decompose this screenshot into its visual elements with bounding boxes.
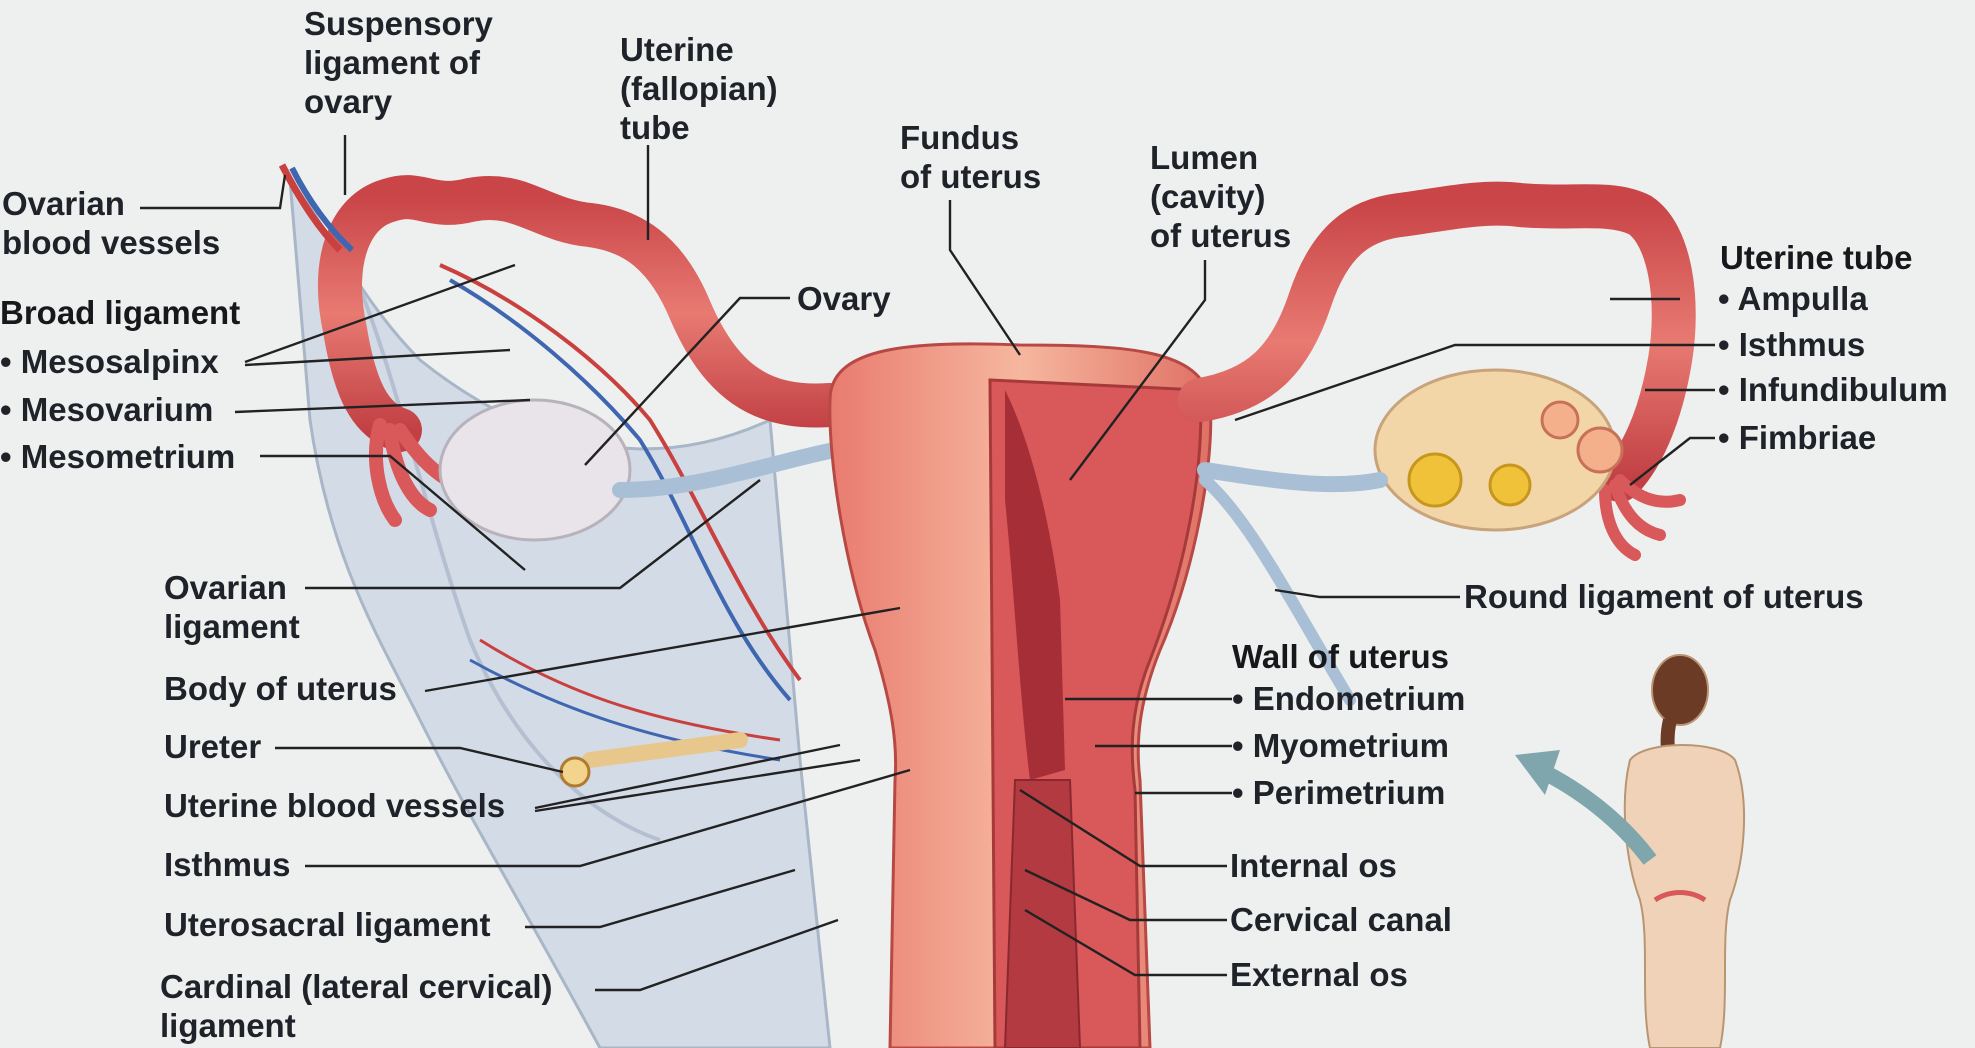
right-uterine-tube [1178, 181, 1696, 502]
mesovarium-label: • Mesovarium [0, 391, 214, 428]
left-uterine-tube [318, 175, 852, 452]
external-os-label: External os [1230, 956, 1408, 993]
follicle [1488, 463, 1532, 507]
ovarian-blood-vessels-label: Ovarian blood vessels [2, 185, 221, 261]
cervical-canal-shape [1003, 779, 1082, 1048]
suspensory-ligament-label: Suspensory ligament of ovary [304, 5, 493, 120]
internal-os-label: Internal os [1230, 847, 1397, 884]
vessel-branch-2 [469, 658, 781, 762]
round-ligament-label: Round ligament of uterus [1464, 578, 1864, 615]
right-ovarian-ligament [1197, 462, 1388, 493]
ovarian-ligament-label: Ovarian ligament [164, 569, 300, 645]
perimetrium-label: • Perimetrium [1232, 774, 1446, 811]
mesosalpinx-label: • Mesosalpinx [0, 343, 219, 380]
female-figure [1623, 654, 1746, 1048]
wall-of-uterus-heading: Wall of uterus [1232, 638, 1449, 675]
fundus-label: Fundus of uterus [900, 119, 1042, 195]
left-ovarian-ligament [612, 442, 843, 498]
uterine-artery [439, 263, 802, 682]
ligament-fold [328, 228, 661, 842]
body-of-uterus-label: Body of uterus [164, 670, 397, 707]
uterine-tube-heading: Uterine tube [1720, 239, 1913, 276]
follicle [1407, 452, 1463, 508]
broad-ligament-heading: Broad ligament [0, 294, 241, 331]
ureter-section [559, 756, 591, 788]
isthmus-tube-label: • Isthmus [1718, 326, 1866, 363]
fimbriae-label: • Fimbriae [1718, 419, 1877, 456]
ovary-label: Ovary [797, 280, 891, 317]
lumen-label: Lumen (cavity) of uterus [1150, 139, 1292, 254]
ovarian-vessel-blue [289, 166, 355, 253]
uterine-tube-label: Uterine (fallopian) tube [620, 31, 778, 146]
uterine-vein [449, 278, 792, 702]
right-fimbriae [1599, 474, 1686, 561]
mesometrium-label: • Mesometrium [0, 438, 236, 475]
figure-arrow [1536, 762, 1657, 865]
follicle [1576, 426, 1624, 474]
uterine-lumen [1005, 390, 1065, 780]
uterosacral-ligament-label: Uterosacral ligament [164, 906, 491, 943]
vessel-branch [479, 638, 781, 742]
ovarian-vessel-red [278, 163, 343, 253]
cardinal-ligament-label: Cardinal (lateral cervical) ligament [160, 968, 553, 1044]
ampulla-label: • Ampulla [1718, 280, 1868, 317]
round-ligament [1199, 474, 1356, 706]
uterine-blood-vessels-label: Uterine blood vessels [164, 787, 506, 824]
arrow-head [1515, 750, 1560, 795]
infundibulum-label: • Infundibulum [1718, 371, 1948, 408]
leader-lines [140, 135, 1715, 992]
left-ovary [438, 398, 632, 542]
follicle [1540, 400, 1580, 440]
myometrium-label: • Myometrium [1232, 727, 1449, 764]
ureter-label: Ureter [164, 728, 262, 765]
isthmus-label: Isthmus [164, 846, 291, 883]
ureter-tube [582, 732, 748, 768]
cervical-canal-label: Cervical canal [1230, 901, 1452, 938]
endometrium-label: • Endometrium [1232, 680, 1466, 717]
